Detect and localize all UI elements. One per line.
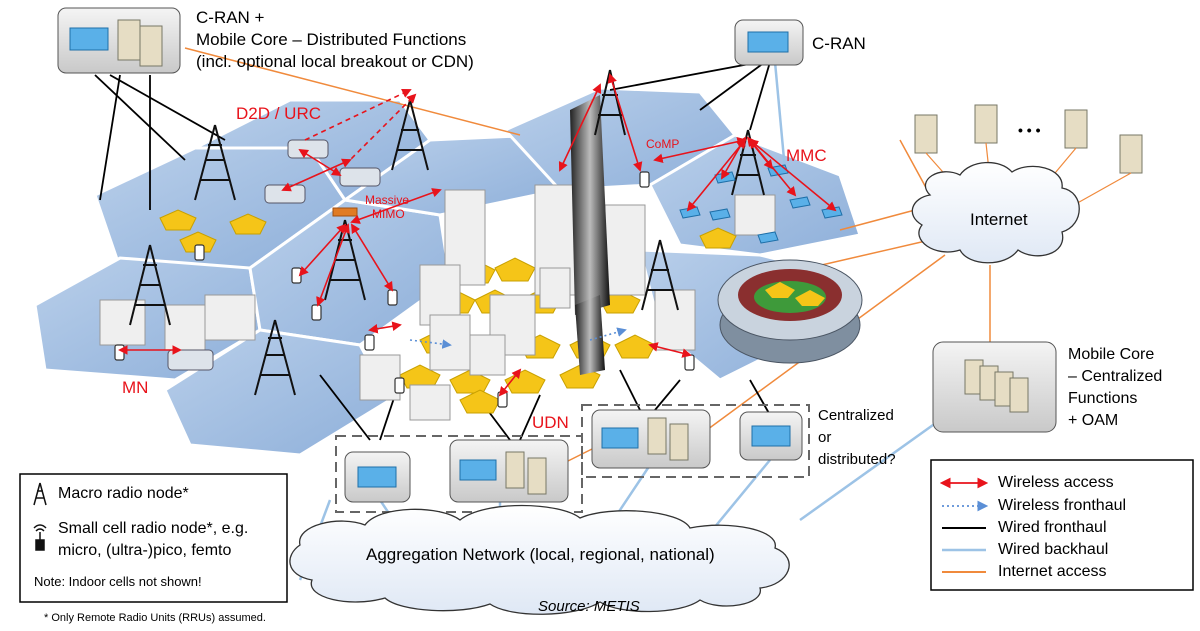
wireless-fronthaul-arrows <box>409 327 627 349</box>
source-caption: Source: METIS <box>538 598 640 615</box>
mn-label: MN <box>122 378 149 397</box>
wireless-access-arrows <box>118 73 837 397</box>
server-icon <box>669 423 689 461</box>
mobile-core-line-1: Mobile Core <box>1068 346 1155 363</box>
legend-item-label-wired-backhaul: Wired backhaul <box>998 541 1109 558</box>
udn-label: UDN <box>532 413 569 432</box>
legend-small-cell-label-2: micro, (ultra-)pico, femto <box>58 542 232 559</box>
switch-icon <box>357 466 397 488</box>
aggregation-network-label: Aggregation Network (local, regional, na… <box>366 545 715 564</box>
mobile-core-line-4: + OAM <box>1068 412 1119 429</box>
aggregation-cloud <box>289 504 790 615</box>
footnote: * Only Remote Radio Units (RRUs) assumed… <box>44 612 266 624</box>
legend-item-label-wired-fronthaul: Wired fronthaul <box>998 519 1107 536</box>
mobile-core-line-2: – Centralized <box>1068 368 1163 385</box>
legend-item-label-wireless-fronthaul: Wireless fronthaul <box>998 497 1127 514</box>
macro-node-icon <box>33 482 47 506</box>
internet-servers <box>914 104 1143 174</box>
mobile-core-box <box>932 341 1057 433</box>
switch-icon <box>747 31 789 53</box>
legend-macro-label: Macro radio node* <box>58 485 189 502</box>
cran-top-left-title-2: Mobile Core – Distributed Functions <box>196 30 467 49</box>
d2d-urc-label: D2D / URC <box>236 104 322 123</box>
massive-mimo-label-2: MIMO <box>372 207 405 221</box>
small-cell-node-icon <box>33 524 47 551</box>
server-icon <box>914 114 938 154</box>
fronthaul-lines <box>94 61 771 441</box>
switch-icon <box>601 427 639 449</box>
server-icon <box>117 19 141 61</box>
server-icon <box>1119 134 1143 174</box>
server-icon <box>1064 109 1088 149</box>
server-icon <box>1009 377 1029 413</box>
cran-top-left-title-3: (incl. optional local breakout or CDN) <box>196 52 474 71</box>
massive-mimo-array <box>332 207 358 217</box>
left-legend-box <box>19 473 288 603</box>
centralized-label-2: or <box>818 429 832 446</box>
server-icon <box>505 451 525 489</box>
massive-mimo-label-1: Massive <box>365 193 410 207</box>
centralized-label-1: Centralized <box>818 407 894 424</box>
switch-icon <box>69 27 109 51</box>
legend-item-label-internet-access: Internet access <box>998 563 1107 580</box>
cran-box-top-right <box>734 19 804 66</box>
server-icon <box>647 417 667 455</box>
centralized-label-3: distributed? <box>818 451 896 468</box>
cran-box-top-left <box>57 7 181 74</box>
server-icon <box>527 457 547 495</box>
macro-tower <box>129 244 171 326</box>
mobile-core-line-3: Functions <box>1068 390 1138 407</box>
switch-icon <box>459 459 497 481</box>
server-icon <box>139 25 163 67</box>
internet-cloud <box>911 161 1080 264</box>
centralized-dashed-group <box>581 404 810 478</box>
internet-label: Internet <box>970 210 1028 229</box>
macro-tower <box>641 239 679 311</box>
cran-top-left-title-1: C-RAN + <box>196 8 265 27</box>
buildings <box>99 184 776 421</box>
d2d-dashed-arrows <box>304 88 417 166</box>
macro-tower <box>194 124 236 201</box>
switch-icon <box>751 425 791 447</box>
macro-tower <box>254 319 296 396</box>
server-icon <box>974 104 998 144</box>
legend-note: Note: Indoor cells not shown! <box>34 574 202 589</box>
cran-top-right-title: C-RAN <box>812 34 866 53</box>
legend-item-label-wireless-access: Wireless access <box>998 474 1114 491</box>
ellipsis-label: • • • <box>1018 122 1041 138</box>
mmc-label: MMC <box>786 146 827 165</box>
aggregation-boxes <box>344 409 803 503</box>
devices <box>114 171 695 408</box>
legend-small-cell-label-1: Small cell radio node*, e.g. <box>58 520 249 537</box>
macro-tower <box>391 99 429 171</box>
comp-label: CoMP <box>646 137 680 151</box>
stadium <box>717 259 863 364</box>
